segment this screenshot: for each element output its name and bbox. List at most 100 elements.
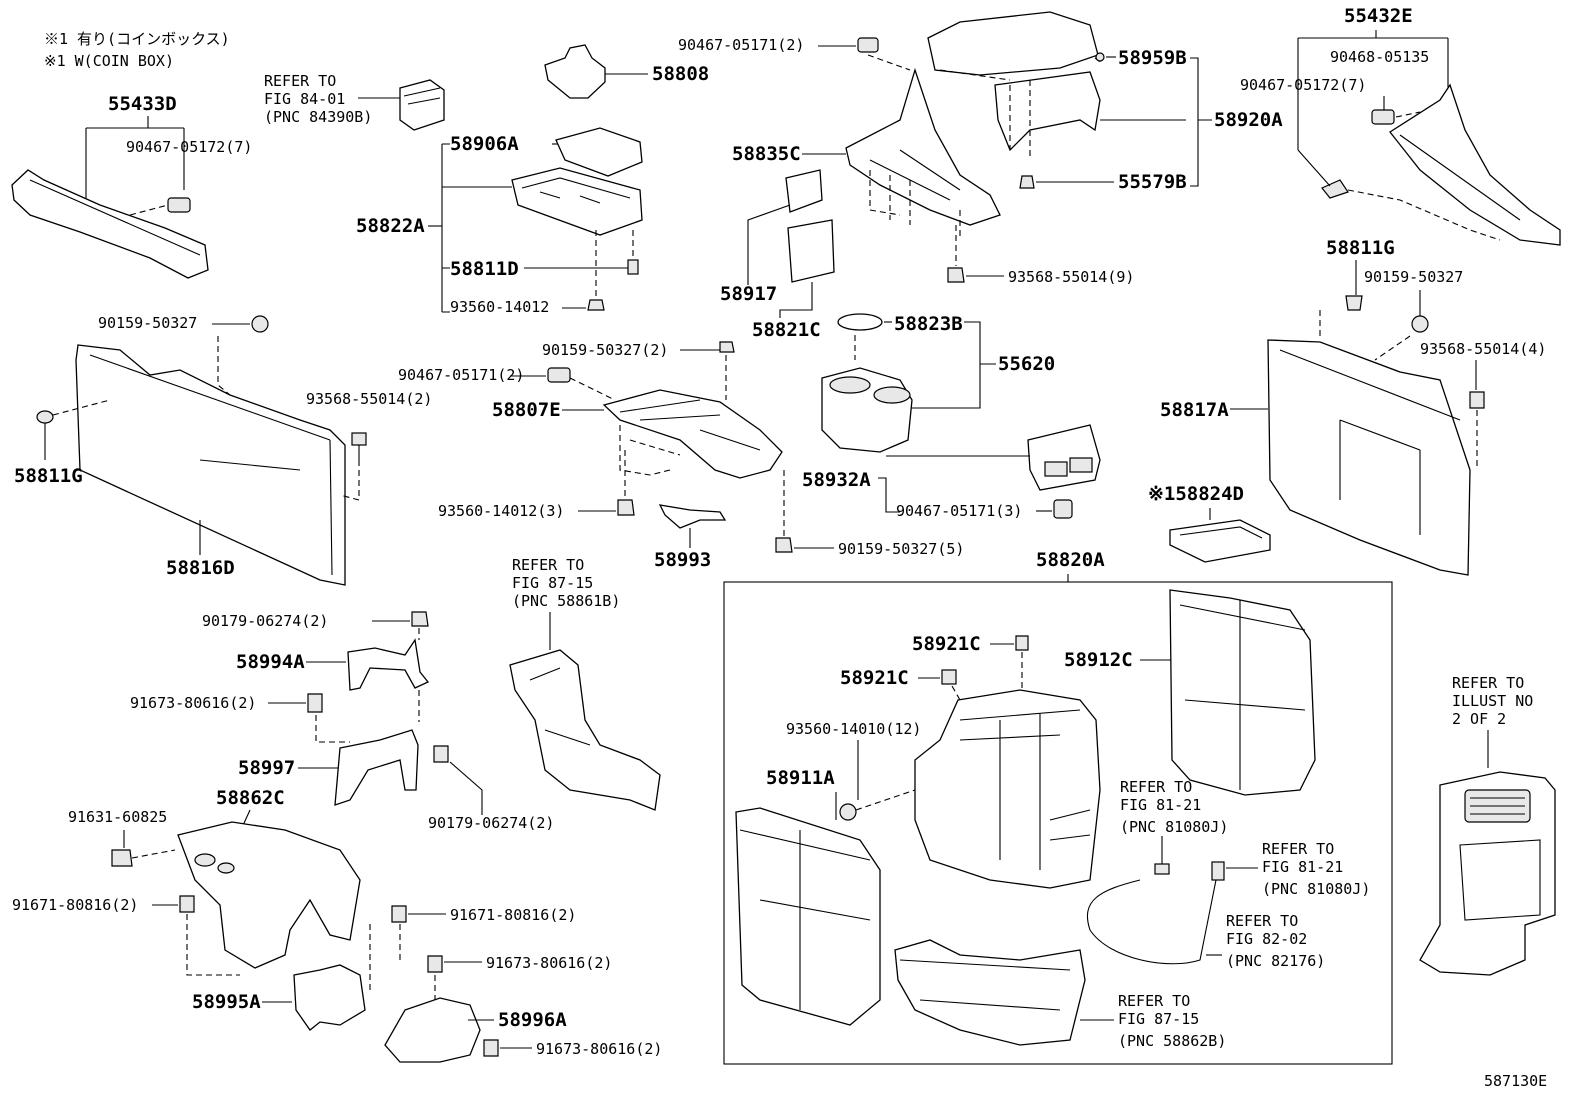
screw-90159-50327-right[interactable] xyxy=(1411,315,1429,333)
clip-55579B[interactable] xyxy=(1019,175,1035,189)
label-58811G-left[interactable]: 58811G xyxy=(14,465,83,487)
label-55579B[interactable]: 55579B xyxy=(1118,171,1187,193)
label-55620[interactable]: 55620 xyxy=(998,353,1055,375)
bracket-58995A[interactable] xyxy=(293,964,366,1031)
tray-58822A[interactable] xyxy=(511,167,643,236)
label-90467-05171-2-top[interactable]: 90467-05171(2) xyxy=(678,36,804,54)
nut-90179-06274-top[interactable] xyxy=(411,611,429,627)
nut-90179-06274-right[interactable] xyxy=(433,745,449,763)
clip-90468-05135[interactable] xyxy=(1371,109,1395,125)
ref-fig-87-15-58861B[interactable]: REFER TO FIG 87-15 (PNC 58861B) xyxy=(512,556,620,610)
bracket-58862C[interactable] xyxy=(177,821,361,969)
clip-90467-05172-right[interactable] xyxy=(1321,179,1349,199)
label-58917[interactable]: 58917 xyxy=(720,283,777,305)
label-58816D[interactable]: 58816D xyxy=(166,557,235,579)
label-91673-80616-2-bottom[interactable]: 91673-80616(2) xyxy=(536,1040,662,1058)
rear-console-panel[interactable] xyxy=(1419,771,1556,976)
pocket-58917[interactable] xyxy=(785,169,823,213)
label-58817A[interactable]: 58817A xyxy=(1160,399,1229,421)
tray-58824D[interactable] xyxy=(1169,519,1271,563)
label-58807E[interactable]: 58807E xyxy=(492,399,561,421)
label-58862C[interactable]: 58862C xyxy=(216,787,285,809)
screw-90159-50327-2[interactable] xyxy=(719,341,735,353)
clip-58811G-right[interactable] xyxy=(1345,295,1363,311)
label-90467-05172-7[interactable]: 90467-05172(7) xyxy=(126,138,252,156)
label-90159-50327-5[interactable]: 90159-50327(5) xyxy=(838,540,964,558)
label-58932A[interactable]: 58932A xyxy=(802,469,871,491)
label-58912C[interactable]: 58912C xyxy=(1064,649,1133,671)
screw-93560-14012[interactable] xyxy=(587,299,605,311)
label-58911A[interactable]: 58911A xyxy=(766,767,835,789)
label-91671-80816-2-right[interactable]: 91671-80816(2) xyxy=(450,906,576,924)
refer-fig-81-21-top[interactable]: REFER TO FIG 81-21 (PNC 81080J) xyxy=(1120,778,1228,836)
label-93568-55014-4[interactable]: 93568-55014(4) xyxy=(1420,340,1546,358)
air-duct-58861B[interactable] xyxy=(509,649,661,811)
screw-93568-55014-2[interactable] xyxy=(351,432,367,446)
label-91631-60825[interactable]: 91631-60825 xyxy=(68,808,167,826)
label-58824D[interactable]: ※158824D xyxy=(1148,483,1244,505)
clip-58921C-b[interactable] xyxy=(941,669,957,685)
label-90179-06274-2-right[interactable]: 90179-06274(2) xyxy=(428,814,554,832)
label-93560-14012[interactable]: 93560-14012 xyxy=(450,298,549,316)
refer-fig-82-02[interactable]: REFER TO FIG 82-02 (PNC 82176) xyxy=(1226,912,1325,970)
label-91671-80816-2-left[interactable]: 91671-80816(2) xyxy=(12,896,138,914)
console-frame[interactable] xyxy=(914,689,1101,889)
label-58811D[interactable]: 58811D xyxy=(450,258,519,280)
bolt-91631-60825[interactable] xyxy=(111,849,133,867)
label-58997[interactable]: 58997 xyxy=(238,757,295,779)
label-93568-55014-9[interactable]: 93568-55014(9) xyxy=(1008,268,1134,286)
clip-90467-05171-3[interactable] xyxy=(1053,499,1073,519)
label-90467-05172-7-right[interactable]: 90467-05172(7) xyxy=(1240,76,1366,94)
ring-58823B[interactable] xyxy=(837,313,883,331)
label-58811G-right[interactable]: 58811G xyxy=(1326,237,1395,259)
refer-fig-81-21-right[interactable]: REFER TO FIG 81-21 (PNC 81080J) xyxy=(1262,840,1370,898)
side-panel-58912C[interactable] xyxy=(1169,589,1316,796)
label-93568-55014-2[interactable]: 93568-55014(2) xyxy=(306,390,432,408)
label-58820A[interactable]: 58820A xyxy=(1036,549,1105,571)
label-91673-80616-2-top[interactable]: 91673-80616(2) xyxy=(130,694,256,712)
label-58921C-a[interactable]: 58921C xyxy=(912,633,981,655)
bracket-58993[interactable] xyxy=(658,504,727,529)
label-90159-50327-left[interactable]: 90159-50327 xyxy=(98,314,197,332)
label-58993[interactable]: 58993 xyxy=(654,549,711,571)
label-58823B[interactable]: 58823B xyxy=(894,313,963,335)
label-90468-05135[interactable]: 90468-05135 xyxy=(1330,48,1429,66)
bracket-58997[interactable] xyxy=(334,729,419,806)
console-upper-58835C[interactable] xyxy=(845,67,1001,226)
armrest-box-58920A[interactable] xyxy=(994,71,1101,152)
refer-illust-2-of-2[interactable]: REFER TO ILLUST NO 2 OF 2 xyxy=(1452,674,1533,728)
shift-boot-58808[interactable] xyxy=(544,44,606,99)
label-58822A[interactable]: 58822A xyxy=(356,215,425,237)
label-90159-50327-right[interactable]: 90159-50327 xyxy=(1364,268,1463,286)
bolt-91673-80616-mid[interactable] xyxy=(427,955,443,973)
label-90179-06274-2-top[interactable]: 90179-06274(2) xyxy=(202,612,328,630)
bolt-91671-80816-left[interactable] xyxy=(179,895,195,913)
label-55432E[interactable]: 55432E xyxy=(1344,5,1413,27)
refer-fig-87-15-58862B[interactable]: REFER TO FIG 87-15 (PNC 58862B) xyxy=(1118,992,1226,1050)
label-91673-80616-2-mid[interactable]: 91673-80616(2) xyxy=(486,954,612,972)
label-90467-05171-2-left[interactable]: 90467-05171(2) xyxy=(398,366,524,384)
label-58996A[interactable]: 58996A xyxy=(498,1009,567,1031)
label-58995A[interactable]: 58995A xyxy=(192,991,261,1013)
clip-58921C-a[interactable] xyxy=(1015,635,1029,651)
label-93560-14010-12[interactable]: 93560-14010(12) xyxy=(786,720,921,738)
armrest-lid[interactable] xyxy=(927,11,1099,76)
lid-58906A[interactable] xyxy=(555,127,643,177)
clip-90467-05171-left[interactable] xyxy=(547,367,571,383)
side-panel-58911A[interactable] xyxy=(735,807,881,1026)
label-90159-50327-2[interactable]: 90159-50327(2) xyxy=(542,341,668,359)
screw-90159-50327-5[interactable] xyxy=(775,537,793,553)
trim-strip-55433D[interactable] xyxy=(11,169,209,279)
ref-fig-84-01[interactable]: REFER TO FIG 84-01 (PNC 84390B) xyxy=(264,72,372,126)
label-58821C[interactable]: 58821C xyxy=(752,319,821,341)
label-90467-05171-3[interactable]: 90467-05171(3) xyxy=(896,502,1022,520)
coin-box-module[interactable] xyxy=(399,79,445,131)
side-panel-58816D[interactable] xyxy=(75,344,346,586)
label-58808[interactable]: 58808 xyxy=(652,63,709,85)
label-58959B[interactable]: 58959B xyxy=(1118,47,1187,69)
screw-90159-50327-left[interactable] xyxy=(251,315,269,333)
clip-58811D[interactable] xyxy=(627,259,639,275)
screw-93560-14012-3[interactable] xyxy=(617,499,635,516)
bracket-58807E[interactable] xyxy=(602,389,783,479)
side-panel-58817A[interactable] xyxy=(1267,339,1471,576)
